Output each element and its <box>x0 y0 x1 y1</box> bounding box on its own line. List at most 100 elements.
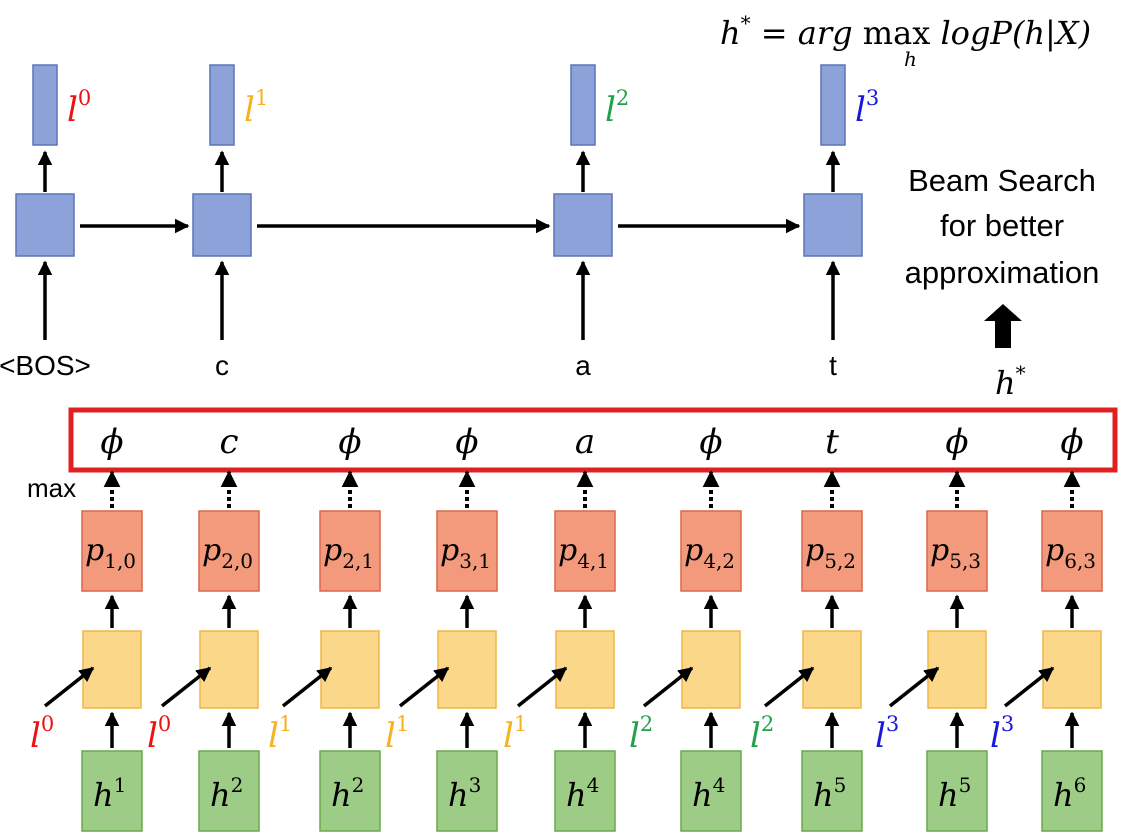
encoder-box <box>554 750 616 832</box>
decoder-step-1: l1c <box>192 64 551 381</box>
probability-label-sub: 5,2 <box>824 549 856 573</box>
probability-box <box>319 510 381 592</box>
output-label-sup: 3 <box>866 86 879 110</box>
encoder-label-sup: 4 <box>713 773 726 797</box>
encoder-label: h6 <box>1053 773 1086 814</box>
encoder-box <box>81 750 143 832</box>
path-symbol: ϕ <box>1060 422 1083 462</box>
label-diagonal-arrow <box>281 666 333 708</box>
probability-box <box>1041 510 1103 592</box>
encoder-label-sup: 6 <box>1074 773 1087 797</box>
encoder-label: h3 <box>448 773 481 814</box>
output-label-base: l <box>244 90 255 130</box>
encoder-label: h5 <box>938 773 971 814</box>
probability-label-base: p <box>85 533 104 568</box>
column-label: l1 <box>385 712 409 756</box>
probability-label: p2,0 <box>202 533 253 573</box>
formula: h* = arg max logP(h|X) h <box>720 11 1091 71</box>
probability-label: p4,1 <box>558 533 609 573</box>
column-label-base: l <box>990 716 1001 756</box>
encoder-label-base: h <box>210 776 231 814</box>
probability-box <box>81 510 143 592</box>
probability-label-sub: 2,0 <box>221 549 253 573</box>
encoder-label: h1 <box>93 773 126 814</box>
probability-label: p3,1 <box>440 533 491 573</box>
probability-label-base: p <box>202 533 221 568</box>
encoder-label-base: h <box>1053 776 1074 814</box>
output-distribution-bar <box>570 64 596 146</box>
column-label-sup: 1 <box>396 712 409 736</box>
encoder-label-base: h <box>938 776 959 814</box>
probability-label: p4,2 <box>684 533 735 573</box>
alignment-columns: ϕp1,0l0h1cp2,0l0h2ϕp2,1l1h2ϕp3,1l1h3ap4,… <box>30 422 1103 832</box>
probability-box <box>554 510 616 592</box>
encoder-label-base: h <box>93 776 114 814</box>
best-path-frame <box>68 407 1118 473</box>
beam-note-line-2: for better <box>940 208 1064 243</box>
column-label-sup: 1 <box>279 712 292 736</box>
beam-note-line-1: Beam Search <box>908 163 1096 198</box>
label-diagonal-arrow <box>763 666 815 708</box>
alignment-column-8: ϕ p6,3 l3 h6 <box>990 422 1103 832</box>
column-label-sup: 1 <box>514 712 527 736</box>
encoder-label-sup: 3 <box>469 773 482 797</box>
probability-box <box>926 510 988 592</box>
probability-label: p5,2 <box>805 533 856 573</box>
column-label: l3 <box>990 712 1014 756</box>
encoder-label-sup: 5 <box>959 773 972 797</box>
probability-label-base: p <box>558 533 577 568</box>
encoder-label-sup: 2 <box>352 773 365 797</box>
encoder-label-base: h <box>813 776 834 814</box>
encoder-label: h5 <box>813 773 846 814</box>
encoder-box <box>801 750 863 832</box>
output-distribution-bar <box>209 64 235 146</box>
encoder-box <box>198 750 260 832</box>
column-label: l0 <box>147 712 171 756</box>
probability-label: p5,3 <box>930 533 981 573</box>
label-diagonal-arrow <box>398 666 450 708</box>
input-token: t <box>829 350 837 381</box>
encoder-label-sup: 4 <box>587 773 600 797</box>
encoder-label: h4 <box>692 773 725 814</box>
encoder-box <box>926 750 988 832</box>
column-label: l1 <box>503 712 527 756</box>
column-label-base: l <box>385 716 396 756</box>
probability-label: p6,3 <box>1045 533 1096 573</box>
label-diagonal-arrow <box>1003 666 1055 708</box>
path-symbol: ϕ <box>338 422 361 462</box>
column-label: l2 <box>750 712 774 756</box>
decoder-step-0: l0<BOS> <box>0 64 190 381</box>
probability-label-base: p <box>440 533 459 568</box>
probability-box <box>436 510 498 592</box>
encoder-box <box>319 750 381 832</box>
probability-label: p2,1 <box>323 533 374 573</box>
encoder-label-sup: 1 <box>114 773 127 797</box>
column-label-sup: 0 <box>41 712 54 736</box>
column-label: l0 <box>30 712 54 756</box>
column-label-base: l <box>750 716 761 756</box>
probability-box <box>801 510 863 592</box>
column-label-sup: 0 <box>158 712 171 736</box>
formula-max-subscript: h <box>904 47 917 71</box>
column-label-sup: 3 <box>886 712 899 736</box>
output-label-sup: 0 <box>78 86 91 110</box>
encoder-label-sup: 2 <box>231 773 244 797</box>
probability-box <box>680 510 742 592</box>
probability-label-base: p <box>930 533 949 568</box>
decoder-state-box <box>15 193 75 257</box>
column-label-base: l <box>875 716 886 756</box>
decoder-step-2: l2a <box>553 64 801 381</box>
output-label: l3 <box>855 86 879 130</box>
output-label: l1 <box>244 86 268 130</box>
probability-label-base: p <box>805 533 824 568</box>
input-token: a <box>575 350 591 381</box>
path-symbol: ϕ <box>100 422 123 462</box>
